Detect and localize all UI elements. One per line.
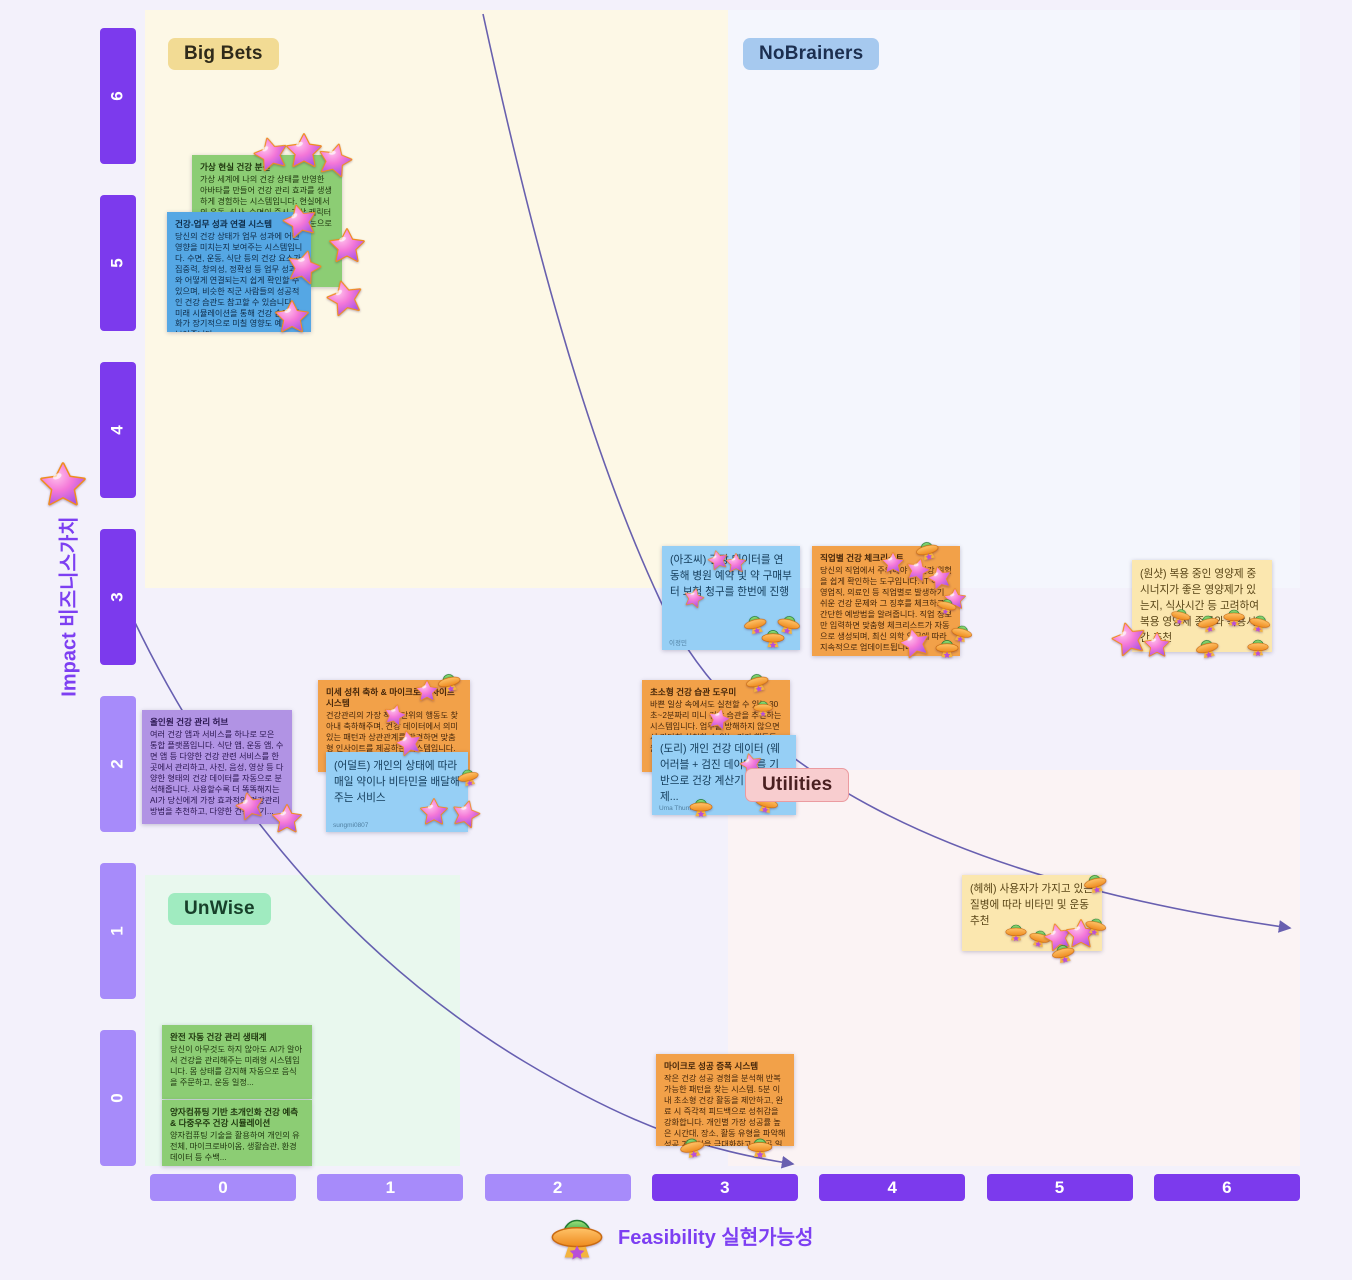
note-author: 이정민 (669, 640, 687, 647)
star-sticker[interactable] (1144, 632, 1170, 658)
note-body: 당신의 건강 상태가 업무 성과에 어떤 영향을 미치는지 보여주는 시스템입니… (175, 232, 303, 332)
tick-label: 1 (385, 1177, 396, 1197)
impact-star-icon (40, 462, 86, 508)
star-sticker[interactable] (275, 300, 309, 334)
sticky-note-ajossi-health-data[interactable]: (아조씨) 건강 데이터를 연동해 병원 예약 및 약 구매부터 보험 청구를 … (662, 546, 802, 650)
tick-label: 0 (218, 1177, 228, 1197)
ufo-sticker[interactable] (752, 696, 774, 718)
star-sticker[interactable] (882, 552, 904, 574)
tick-label: 5 (1054, 1177, 1065, 1197)
impact-tick-6: 6 (100, 28, 136, 164)
feasibility-tick-1: 1 (317, 1174, 464, 1201)
star-sticker[interactable] (726, 553, 746, 573)
tick-label: 2 (552, 1177, 563, 1197)
star-sticker[interactable] (416, 680, 438, 702)
star-sticker[interactable] (272, 804, 302, 834)
note-title: 건강-업무 성과 연결 시스템 (175, 219, 272, 229)
note-title: 올인원 건강 관리 허브 (150, 717, 229, 727)
feasibility-tick-3: 3 (651, 1174, 798, 1201)
note-body: 당신이 아무것도 하지 않아도 AI가 알아서 건강을 관리해주는 미래형 시스… (170, 1045, 303, 1087)
note-title: 마이크로 성공 증폭 시스템 (664, 1061, 759, 1071)
star-sticker[interactable] (323, 276, 367, 320)
note-author: sungmi0807 (333, 822, 369, 829)
feasibility-tick-4: 4 (819, 1174, 966, 1201)
ufo-sticker[interactable] (1004, 919, 1028, 943)
quadrant-label-big-bets[interactable]: Big Bets (168, 38, 279, 70)
ufo-sticker[interactable] (1222, 604, 1246, 628)
feasibility-tick-6: 6 (1153, 1174, 1300, 1201)
star-sticker[interactable] (329, 228, 365, 264)
ufo-sticker[interactable] (453, 761, 482, 790)
note-body: 양자컴퓨팅 기술을 활용하여 개인의 유전체, 마이크로바이옴, 생활습관, 환… (170, 1131, 300, 1163)
quadrant-label-utilities[interactable]: Utilities (745, 768, 850, 802)
tick-label: 3 (720, 1177, 730, 1197)
note-title: 완전 자동 건강 관리 생태계 (170, 1032, 267, 1042)
feasibility-tick-2: 2 (484, 1174, 631, 1201)
star-sticker[interactable] (420, 798, 448, 826)
ufo-sticker[interactable] (1246, 634, 1270, 658)
tick-label: 6 (1222, 1177, 1232, 1197)
quadrant-label-nobrainers[interactable]: NoBrainers (743, 38, 880, 70)
feasibility-axis-label: Feasibility 실현가능성 (618, 1226, 814, 1249)
ufo-sticker[interactable] (688, 793, 714, 819)
impact-tick-5: 5 (100, 195, 136, 331)
ufo-sticker[interactable] (1079, 866, 1111, 898)
impact-tick-4: 4 (100, 362, 136, 498)
sticky-note-oneshot-supplements[interactable]: (원샷) 복용 중인 영양제 중 시너지가 좋은 영양제가 있는지, 식사시간 … (1108, 560, 1272, 661)
feasibility-tick-5: 5 (986, 1174, 1133, 1201)
note-title: 가상 현실 건강 분신 (200, 162, 271, 172)
feasibility-tick-0: 0 (150, 1174, 296, 1201)
note-title: 양자컴퓨팅 기반 초개인화 건강 예측 & 다중우주 건강 시뮬레이션 (170, 1107, 299, 1129)
tick-label: 4 (887, 1177, 897, 1197)
ufo-sticker[interactable] (746, 1132, 774, 1160)
sticky-note-hehe-disease-recommend[interactable]: (헤헤) 사용자가 가지고 있는 질병에 따라 비타민 및 운동 추천 (962, 872, 1109, 966)
quadrant-label-unwise[interactable]: UnWise (168, 893, 271, 925)
